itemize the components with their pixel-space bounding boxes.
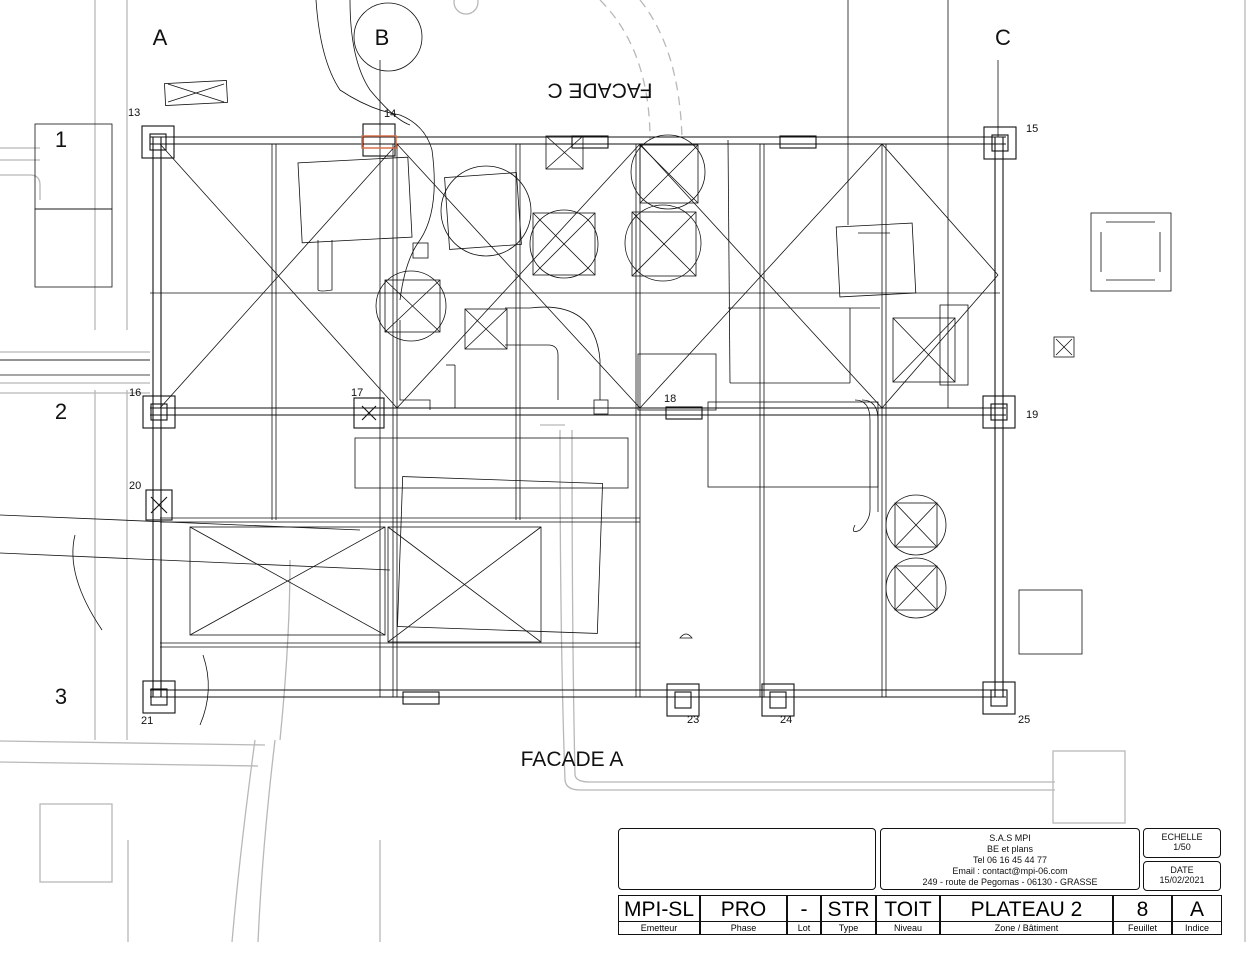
company-subtitle: BE et plans — [986, 844, 1034, 854]
scale-value: 1/50 — [1173, 842, 1191, 852]
node-label-17: 17 — [351, 387, 363, 399]
field-phase: PRO Phase — [700, 895, 787, 935]
company-email: Email : contact@mpi-06.com — [952, 866, 1068, 876]
node-label-21: 21 — [141, 715, 153, 727]
company-name: S.A.S MPI — [989, 833, 1031, 843]
field-zone-value: PLATEAU 2 — [970, 898, 1083, 921]
field-emetteur-label: Emetteur — [640, 923, 678, 933]
company-address: 249 - route de Pegomas - 06130 - GRASSE — [922, 877, 1098, 887]
field-niveau-value: TOIT — [884, 898, 932, 921]
structure-frame — [150, 0, 1006, 698]
company-phone: Tel 06 16 45 44 77 — [972, 855, 1048, 865]
title-block-logo-area — [618, 828, 876, 890]
field-indice-label: Indice — [1184, 923, 1210, 933]
field-indice-value: A — [1189, 898, 1204, 921]
field-niveau-label: Niveau — [893, 923, 922, 933]
field-type-value: STR — [827, 898, 870, 921]
grid-label-c: C — [995, 25, 1011, 50]
grid-label-3: 3 — [55, 684, 67, 709]
node-label-19: 19 — [1026, 409, 1038, 421]
field-feuillet-value: 8 — [1136, 898, 1149, 921]
grid-label-2: 2 — [55, 399, 67, 424]
field-zone: PLATEAU 2 Zone / Bâtiment — [940, 895, 1113, 935]
facade-a-label: FACADE A — [521, 748, 624, 771]
date-value: 15/02/2021 — [1159, 875, 1205, 885]
field-zone-label: Zone / Bâtiment — [994, 923, 1059, 933]
field-phase-label: Phase — [730, 923, 757, 933]
field-niveau: TOIT Niveau — [876, 895, 940, 935]
context-lines — [0, 0, 1246, 943]
grid-label-b: B — [375, 25, 390, 50]
node-label-13: 13 — [128, 107, 140, 119]
column-nodes — [141, 123, 1017, 717]
field-feuillet-label: Feuillet — [1127, 923, 1157, 933]
date-box: DATE 15/02/2021 — [1143, 861, 1221, 891]
field-feuillet: 8 Feuillet — [1113, 895, 1172, 935]
node-label-14: 14 — [384, 108, 396, 120]
scale-box: ECHELLE 1/50 — [1143, 828, 1221, 858]
grid-label-1: 1 — [55, 127, 67, 152]
field-indice: A Indice — [1172, 895, 1222, 935]
field-type-label: Type — [838, 923, 859, 933]
node-label-15: 15 — [1026, 123, 1038, 135]
node-label-20: 20 — [129, 480, 141, 492]
field-phase-value: PRO — [720, 898, 767, 921]
field-type: STR Type — [821, 895, 876, 935]
facade-c-label: FACADE C — [547, 79, 652, 102]
company-info: S.A.S MPI BE et plans Tel 06 16 45 44 77… — [880, 828, 1140, 890]
node-label-24: 24 — [780, 714, 792, 726]
grid-label-a: A — [153, 25, 168, 50]
node-label-16: 16 — [129, 387, 141, 399]
node-label-25: 25 — [1018, 714, 1030, 726]
field-lot-value: - — [800, 898, 808, 921]
scale-label: ECHELLE — [1161, 832, 1203, 842]
title-block-fields: MPI-SL Emetteur PRO Phase - Lot STR Type… — [618, 895, 1222, 935]
date-label: DATE — [1170, 865, 1194, 875]
field-lot-label: Lot — [797, 923, 811, 933]
field-lot: - Lot — [787, 895, 821, 935]
node-label-23: 23 — [687, 714, 699, 726]
node-label-18: 18 — [664, 393, 676, 405]
field-emetteur-value: MPI-SL — [623, 898, 694, 921]
field-emetteur: MPI-SL Emetteur — [618, 895, 700, 935]
